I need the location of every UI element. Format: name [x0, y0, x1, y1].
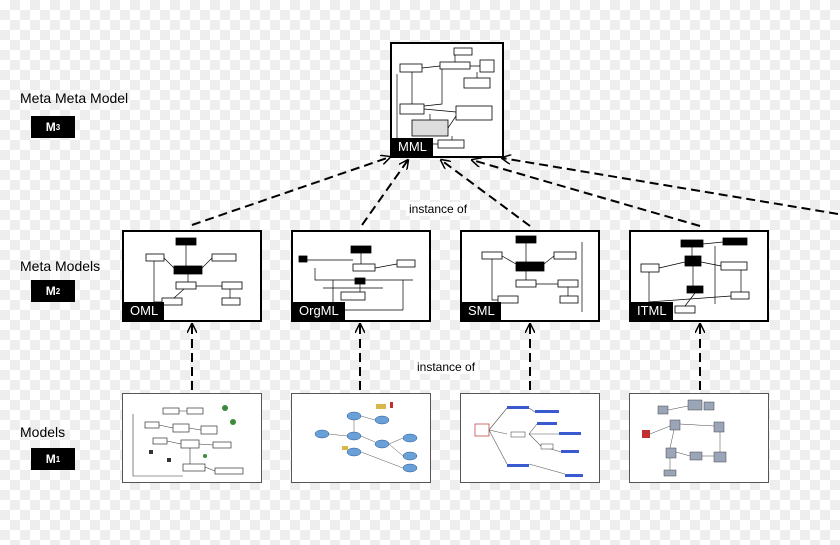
- arrow-orgml-to-mml: [361, 160, 408, 226]
- mml-box: MML: [390, 42, 504, 158]
- m1-badge-sub: 1: [55, 454, 61, 464]
- meta-models-label: Meta Models: [20, 258, 101, 274]
- itml-box: ITML: [629, 230, 769, 322]
- arrow-sml-to-mml: [441, 160, 531, 227]
- itml-diagram-thumbnail: [640, 237, 750, 314]
- mml-label: MML: [392, 138, 433, 156]
- oml-diagram-thumbnail: [145, 237, 243, 306]
- oml-box: OML: [122, 230, 262, 322]
- orgml-model-thumbnail: [314, 402, 418, 473]
- itml-model-thumbnail: [642, 399, 727, 477]
- model-box-itml: [629, 393, 769, 483]
- model-box-sml: [460, 393, 600, 483]
- arrow-itml-to-mml: [472, 160, 701, 227]
- models-label: Models: [20, 424, 66, 440]
- itml-label: ITML: [631, 302, 673, 320]
- oml-model-thumbnail: [132, 405, 244, 477]
- arrow-offscreen-to-mml: [502, 158, 839, 215]
- instance-of-label-bottom: instance of: [414, 360, 479, 374]
- m2-badge-sub: 2: [55, 286, 61, 296]
- m3-badge-letter: M: [45, 120, 56, 134]
- orgml-box: OrgML: [291, 230, 431, 322]
- m2-badge-letter: M: [45, 284, 56, 298]
- arrow-oml-to-mml: [191, 157, 390, 226]
- instance-of-label-top: instance of: [406, 202, 471, 216]
- orgml-label: OrgML: [293, 302, 345, 320]
- oml-label: OML: [124, 302, 165, 320]
- sml-model-thumbnail: [474, 406, 583, 477]
- orgml-diagram-thumbnail: [298, 245, 416, 311]
- meta-meta-model-label: Meta Meta Model: [20, 90, 129, 106]
- m3-badge-sub: 3: [55, 122, 61, 132]
- sml-diagram-thumbnail: [481, 235, 583, 312]
- model-box-orgml: [291, 393, 431, 483]
- sml-label: SML: [462, 302, 501, 320]
- model-box-oml: [122, 393, 262, 483]
- sml-box: SML: [460, 230, 600, 322]
- mml-diagram-thumbnail: [396, 47, 495, 149]
- m1-badge-letter: M: [45, 452, 56, 466]
